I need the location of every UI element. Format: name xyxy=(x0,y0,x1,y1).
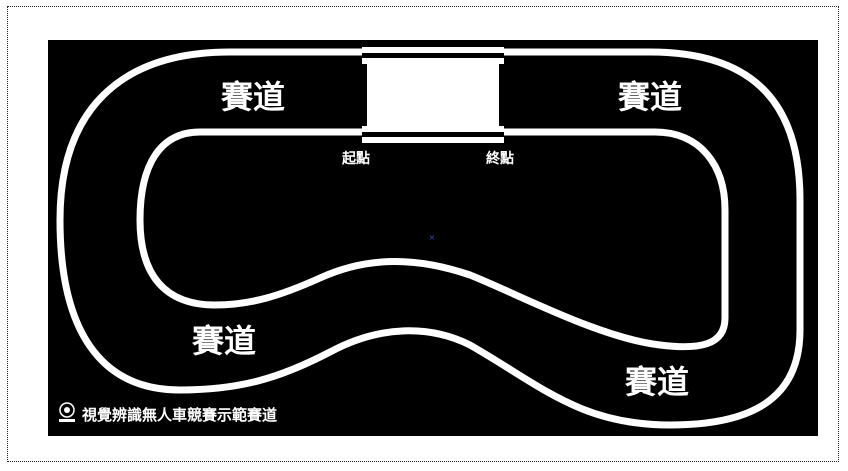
zone-stripe xyxy=(362,47,504,53)
zone-stripe xyxy=(362,58,504,64)
start-finish-zone xyxy=(362,44,504,144)
start-label: 起點 xyxy=(341,150,370,167)
center-marker: × xyxy=(429,233,436,242)
start-box xyxy=(367,64,499,126)
inner-track-boundary xyxy=(136,128,729,351)
track-label-top-right: 賽道 xyxy=(618,78,682,116)
page-frame xyxy=(7,6,839,462)
finish-label: 終點 xyxy=(486,150,514,167)
track-label-bottom-left: 賽道 xyxy=(192,322,256,360)
track-label-bottom-right: 賽道 xyxy=(625,363,689,401)
track-label-top-left: 賽道 xyxy=(221,78,285,116)
zone-stripe xyxy=(362,137,504,143)
outer-track-boundary xyxy=(56,48,804,429)
emblem-icon xyxy=(59,402,75,422)
zone-stripe xyxy=(362,126,504,132)
footer-title: 視覺辨識無人車競賽示範賽道 xyxy=(81,406,277,424)
